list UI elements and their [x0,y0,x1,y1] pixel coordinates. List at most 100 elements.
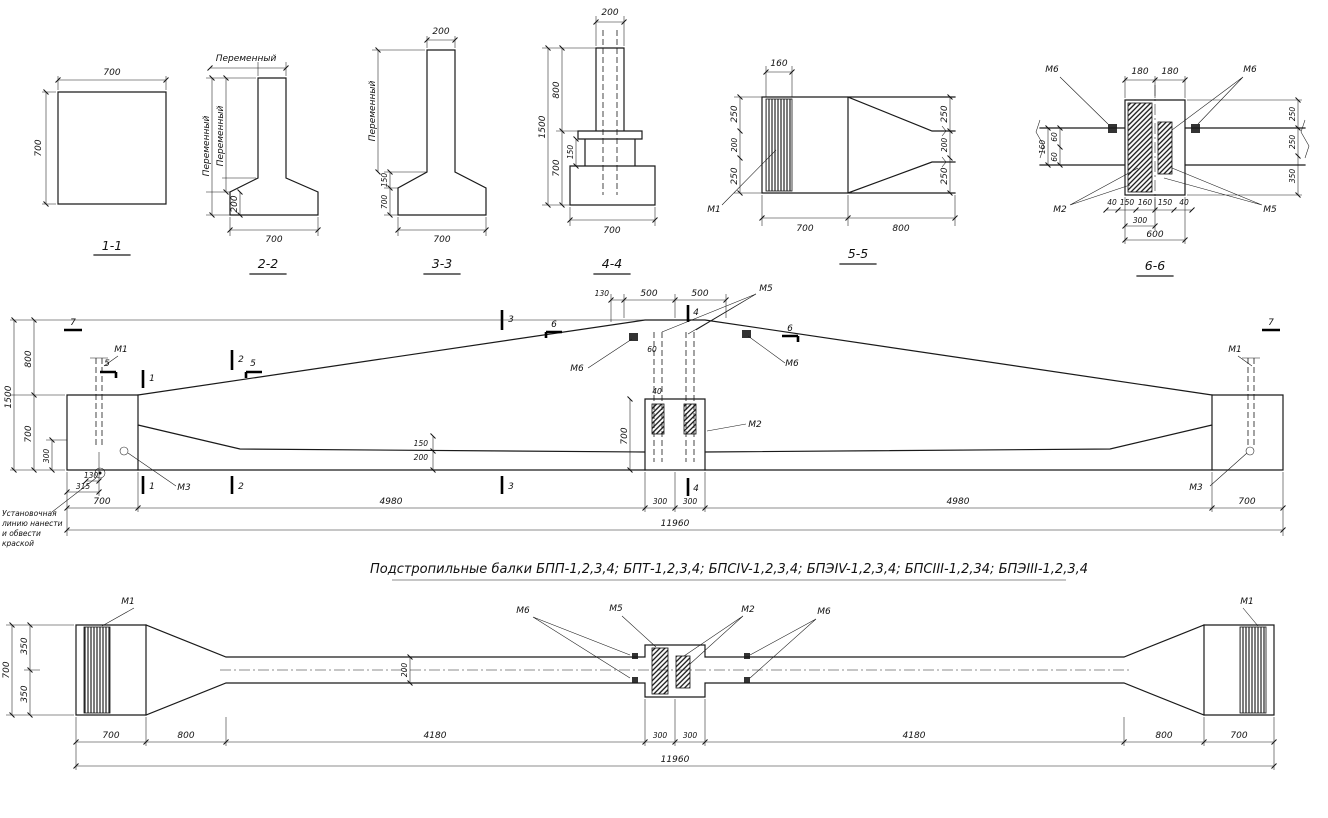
drawing-title: Подстропильные балки БПП-1,2,3,4; БПТ-1,… [370,562,1088,577]
dim-label: 200 [730,138,739,153]
section-label: 1-1 [102,238,122,253]
dim-label: 1500 [4,385,14,408]
dim-label: 700 [1238,497,1255,507]
dim-lines [1048,80,1298,240]
cut-label: 2 [238,355,244,365]
cut-label: 7 [70,318,76,328]
dim-lines [12,625,1274,766]
section-3-3: 200 Переменный 150 700 700 3-3 [368,27,487,275]
dim-label: 200 [432,27,449,37]
dim-label: 800 [552,81,562,98]
dim-label: 350 [20,685,30,702]
bolt-mark [744,653,750,659]
extension-lines [42,76,167,205]
dim-label: 250 [730,105,740,122]
dim-label: 4180 [424,731,447,741]
mark-label-m6: М6 [817,607,831,617]
dim-label: 700 [24,425,34,442]
dim-label: 150 [380,173,389,188]
dim-label: 40 [1179,198,1189,207]
section-label: 6-6 [1145,258,1165,273]
dim-label: 130 [595,289,610,298]
dim-label: 700 [2,661,12,678]
dim-label: 4980 [380,497,403,507]
cut-label: 7 [1268,318,1274,328]
dim-label: 4180 [903,731,926,741]
mark-label-m3: М3 [177,483,191,493]
dim-label: 700 [380,195,389,210]
dim-label: 700 [796,224,813,234]
extension-lines [206,62,319,236]
cut-label: 6 [551,320,557,330]
dim-label: 180 [1131,67,1148,77]
mark-label-m2: М2 [1053,205,1067,215]
extension-lines [10,294,1284,536]
drawing-title-block: Подстропильные балки БПП-1,2,3,4; БПТ-1,… [370,562,1088,581]
extension-lines [1059,76,1302,244]
dim-label: 160 [770,59,787,69]
dim-label: 11960 [661,519,690,529]
mark-label-m6: М6 [1045,65,1059,75]
mark-label-m1: М1 [121,597,135,607]
leader-lines [101,607,1259,679]
section-outline [569,47,656,275]
dim-label: 250 [1288,135,1297,150]
dim-label: 500 [691,289,708,299]
dim-label: 300 [42,449,51,464]
note-line: и обвести [2,529,41,538]
cut-label: 6 [787,324,793,334]
extension-lines [372,36,487,236]
mark-label-m1: М1 [1228,345,1242,355]
dim-label: 40 [1107,198,1117,207]
joint-plate-hatch [675,655,691,689]
beam-elevation: М5 М6 М6 М2 М1 М1 М3 М3 7 7 3 3 2 2 1 1 … [1,284,1283,548]
dim-label: 150 [1158,198,1173,207]
dim-label: 200 [400,663,409,678]
dim-label: 700 [103,68,120,78]
bolt-mark [632,653,638,659]
dim-label: 315 [76,482,91,491]
bolt-mark [632,677,638,683]
dim-label: 800 [892,224,909,234]
dim-label: Переменный [368,81,378,142]
mark-label-m6: М6 [1243,65,1257,75]
dim-label: 250 [940,105,950,122]
dim-label: 800 [1155,731,1172,741]
dim-label: 180 [1161,67,1178,77]
dim-lines [740,72,955,218]
beam-outline [66,319,1284,471]
dim-label: 800 [177,731,194,741]
dim-label: 250 [730,167,740,184]
cut-label: 3 [508,315,514,325]
cut-label: 4 [693,484,699,494]
dim-label: 600 [1146,230,1163,240]
dim-label: 160 [1138,198,1153,207]
dim-lines [46,80,166,204]
dim-label: 300 [1133,216,1148,225]
leader-lines [51,293,1253,513]
mark-label-m6: М6 [785,359,799,369]
dim-label: 40 [652,387,662,396]
section-outline [57,91,167,256]
bolt-mark-m6 [742,330,751,338]
bolt-mark [744,677,750,683]
extension-lines [542,16,656,226]
mark-label-m2: М2 [748,420,762,430]
mark-label-m5: М5 [609,604,623,614]
cut-label: 1 [149,482,155,492]
cut-marks [64,305,1280,496]
mark-label-m5: М5 [759,284,773,294]
beam-plan: М1 М6 М5 М2 М6 М1 700 350 350 200 700 80… [2,597,1274,770]
mark-label-m3: М3 [1189,483,1203,493]
dim-label: 700 [433,235,450,245]
extension-lines [721,66,956,226]
dim-label: 150 [414,439,429,448]
dim-label: 130 [84,471,99,480]
section-label: 3-3 [432,256,452,271]
dim-label: 11960 [661,755,690,765]
section-label: 5-5 [848,246,868,261]
dim-label: 200 [230,195,240,212]
dim-label: 350 [20,637,30,654]
break-marks [1035,119,1310,159]
dim-label: 300 [653,497,668,506]
